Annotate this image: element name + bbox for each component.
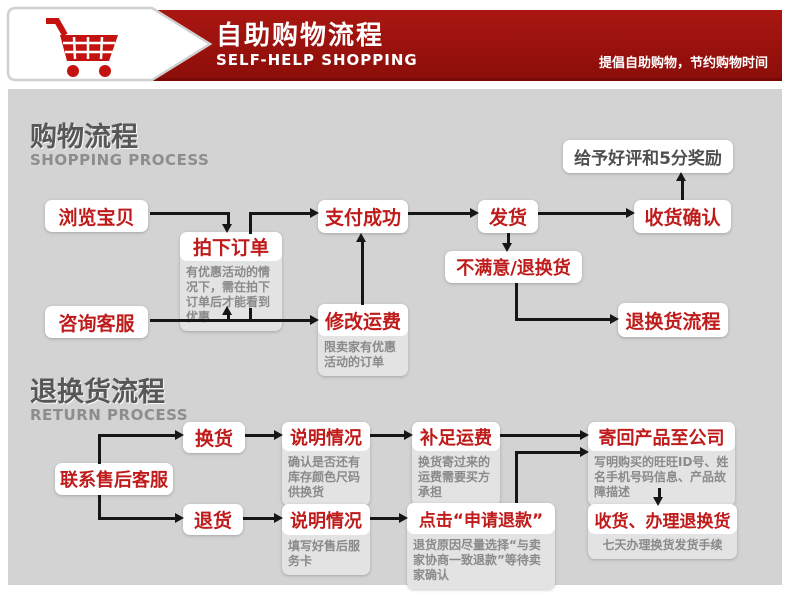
shopping-cart-icon (46, 18, 118, 77)
arrowhead-into-pay (310, 208, 319, 218)
arrowhead-into-explain-exchange (274, 430, 283, 440)
node-click-apply-refund: 点击“申请退款” (407, 503, 555, 534)
arrow-send-back-to-receive (658, 488, 661, 498)
node-contact-aftersales: 联系售后客服 (55, 463, 173, 495)
return-heading-zh: 退换货流程 (30, 377, 165, 408)
arrow-order-to-pay (249, 212, 310, 215)
note-click-apply-refund: 退货原因尽量选择“与卖家协商一致退款”等待卖家确认 (413, 538, 541, 582)
arrow-make-up-fee-to-send-back (500, 434, 580, 437)
arrow-unsatisfied-to-return-entry (515, 318, 610, 321)
arrow-unsatisfied-down (515, 283, 518, 320)
line-click-refund-up (515, 453, 518, 503)
arrowhead-into-ship (470, 208, 479, 218)
node-explain-exchange: 说明情况 (282, 422, 370, 451)
node-modify-shipping-fee: 修改运费 (318, 304, 408, 336)
arrowhead-into-order-top (222, 224, 232, 233)
arrowhead-into-pay-bottom (356, 233, 366, 242)
arrowhead-into-receive-handle (653, 497, 663, 506)
arrowhead-into-reward (676, 172, 686, 181)
shopping-process-heading: 购物流程 SHOPPING PROCESS (30, 124, 209, 169)
header-banner: 自助购物流程 SELF-HELP SHOPPING 提倡自助购物，节约购物时间 (150, 10, 782, 81)
line-branch-to-order-bottom (227, 314, 230, 321)
node-refund: 退货 (183, 504, 243, 535)
header-titles: 自助购物流程 SELF-HELP SHOPPING (216, 21, 418, 69)
line-contact-down (98, 495, 101, 520)
arrowhead-into-exchange (175, 430, 184, 440)
page-subtitle: SELF-HELP SHOPPING (216, 51, 418, 69)
node-send-back-to-company: 寄回产品至公司 (588, 422, 735, 451)
line-order-up (249, 212, 252, 234)
line-order-down (249, 308, 252, 321)
arrow-click-refund-to-send-back (515, 451, 580, 454)
arrowhead-into-return-entry (610, 314, 619, 324)
note-explain-refund: 填写好售后服务卡 (288, 539, 361, 568)
node-browse-items: 浏览宝贝 (45, 200, 148, 232)
card-place-order: 拍下订单 有优惠活动的情况下，需在拍下订单后才能看到优惠 (180, 232, 282, 331)
card-explain-refund: 说明情况 填写好售后服务卡 (282, 504, 370, 575)
card-receive-handle-return: 收货、办理退换货 七天办理换货发货手续 (588, 504, 737, 559)
arrowhead-into-explain-refund (274, 513, 283, 523)
card-modify-shipping-fee: 修改运费 限卖家有优惠活动的订单 (318, 304, 408, 376)
card-make-up-fee: 补足运费 换货寄过来的运费需要买方承担 (412, 422, 500, 506)
node-make-up-fee: 补足运费 (412, 422, 500, 451)
arrow-consult-to-modify-fee (150, 319, 310, 322)
arrow-pay-to-ship (408, 212, 470, 215)
return-heading-en: RETURN PROCESS (30, 406, 189, 424)
card-send-back-to-company: 寄回产品至公司 写明购买的旺旺ID号、姓名手机号码信息、产品故障描述 (588, 422, 735, 506)
node-unsatisfied-return: 不满意/退换货 (445, 251, 582, 283)
node-confirm-receipt: 收货确认 (634, 200, 731, 233)
arrow-explain-to-make-up-fee (370, 434, 404, 437)
arrow-contact-to-refund (98, 517, 175, 520)
arrow-ship-to-confirm (538, 212, 626, 215)
node-payment-success: 支付成功 (318, 200, 408, 233)
arrow-contact-to-exchange (98, 434, 175, 437)
note-modify-shipping-fee: 限卖家有优惠活动的订单 (324, 340, 397, 369)
arrowhead-into-send-back-top (580, 430, 589, 440)
node-good-review-reward: 给予好评和5分奖励 (563, 140, 733, 173)
card-click-apply-refund: 点击“申请退款” 退货原因尽量选择“与卖家协商一致退款”等待卖家确认 (407, 503, 555, 589)
arrowhead-into-order-bottom (222, 306, 232, 315)
arrowhead-into-confirm (626, 208, 635, 218)
note-explain-exchange: 确认是否还有库存颜色尺码供换货 (288, 455, 361, 499)
card-explain-exchange: 说明情况 确认是否还有库存颜色尺码供换货 (282, 422, 370, 506)
shopping-heading-en: SHOPPING PROCESS (30, 151, 210, 169)
arrow-explain2-to-click-refund (370, 517, 399, 520)
header-tagline: 提倡自助购物，节约购物时间 (598, 56, 768, 71)
arrow-exchange-to-explain (245, 434, 274, 437)
arrowhead-into-unsatisfied (502, 243, 512, 252)
arrow-refund-to-explain2 (243, 517, 274, 520)
node-ship-goods: 发货 (478, 200, 538, 233)
note-send-back-to-company: 写明购买的旺旺ID号、姓名手机号码信息、产品故障描述 (594, 455, 729, 499)
line-contact-up (98, 436, 101, 464)
node-consult-service: 咨询客服 (45, 306, 148, 338)
arrow-browse-to-order-drop (227, 214, 230, 225)
arrow-browse-to-order (150, 212, 230, 215)
note-receive-handle-return: 七天办理换货发货手续 (602, 538, 723, 552)
return-process-heading: 退换货流程 RETURN PROCESS (30, 379, 188, 424)
node-exchange: 换货 (183, 422, 245, 453)
node-explain-refund: 说明情况 (282, 504, 370, 535)
arrow-confirm-to-reward (681, 181, 684, 200)
arrowhead-into-refund (175, 513, 184, 523)
page-title: 自助购物流程 (216, 21, 385, 51)
arrowhead-into-make-up-fee (404, 430, 413, 440)
shopping-heading-zh: 购物流程 (30, 122, 138, 153)
arrow-modify-fee-to-pay (361, 241, 364, 305)
arrowhead-into-click-refund (399, 513, 408, 523)
arrowhead-into-send-back-bottom (580, 447, 589, 457)
node-place-order: 拍下订单 (180, 232, 282, 261)
arrowhead-into-modify-fee (310, 315, 319, 325)
arrow-ship-to-unsatisfied (507, 233, 510, 245)
node-return-process-entry: 退换货流程 (618, 303, 728, 337)
note-make-up-fee: 换货寄过来的运费需要买方承担 (418, 455, 491, 499)
node-receive-handle-return: 收货、办理退换货 (588, 504, 737, 534)
